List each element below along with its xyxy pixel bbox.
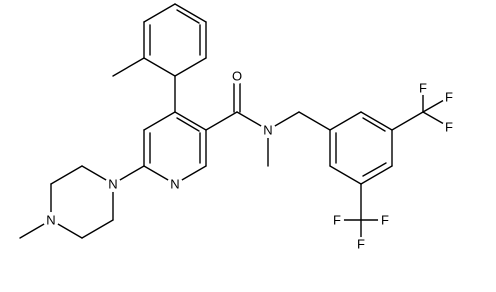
atom-amide-n: N [260,122,276,138]
bond-pyr-c4-c3 [174,111,207,131]
atom-cf3a-f2: F [442,120,456,135]
bond-ar-inner-3 [362,162,387,177]
svg-text:N: N [263,123,272,138]
bond-pip-2 [50,165,83,185]
bond-pyr-c5-c4 [143,111,176,131]
bond-tolyl-4 [174,57,207,77]
atom-pyridine-n: N [167,176,183,192]
svg-text:F: F [357,237,365,252]
bond-tolyl-inner-3 [176,9,200,24]
bond-tolyl-3 [143,57,176,77]
svg-text:F: F [445,120,453,135]
atom-piperazine-n4: N [43,212,59,228]
bond-ar-2 [360,111,393,131]
bonds [19,3,445,239]
svg-text:N: N [170,177,179,192]
bond-ar-4 [360,165,393,185]
bond-ar-1 [329,111,362,131]
svg-text:F: F [419,81,427,96]
atom-cf3a-f1: F [442,90,456,105]
bond-tolyl-1 [143,3,176,23]
bond-cf3a-f1 [422,99,445,113]
atom-cf3a-f3: F [416,81,430,96]
svg-text:F: F [333,213,341,228]
svg-text:F: F [381,213,389,228]
bond-tolyl-methyl [112,57,145,77]
bond-cf3a-f2 [422,111,445,125]
atom-cf3b-f2: F [378,213,392,228]
bond-pip-5 [81,219,114,239]
bond-ar-cf3a [391,111,424,131]
svg-text:N: N [46,213,55,228]
bond-ar-inner-1 [362,117,386,132]
bond-pyr-inner-3 [176,117,200,132]
atom-cf3b-f1: F [330,213,344,228]
atom-piperazine-n1: N [105,176,121,192]
svg-text:F: F [445,90,453,105]
atom-amide-o: O [229,68,245,84]
atom-cf3b-f3: F [354,237,368,252]
bond-pyr-carbonyl [205,111,238,131]
bond-tolyl-6 [174,3,207,23]
svg-text:O: O [232,69,242,84]
bond-ar-5 [329,165,362,185]
svg-text:N: N [108,177,117,192]
atom-labels: O N N N N F F F [43,68,456,252]
bond-ch2-aryl [298,111,331,131]
